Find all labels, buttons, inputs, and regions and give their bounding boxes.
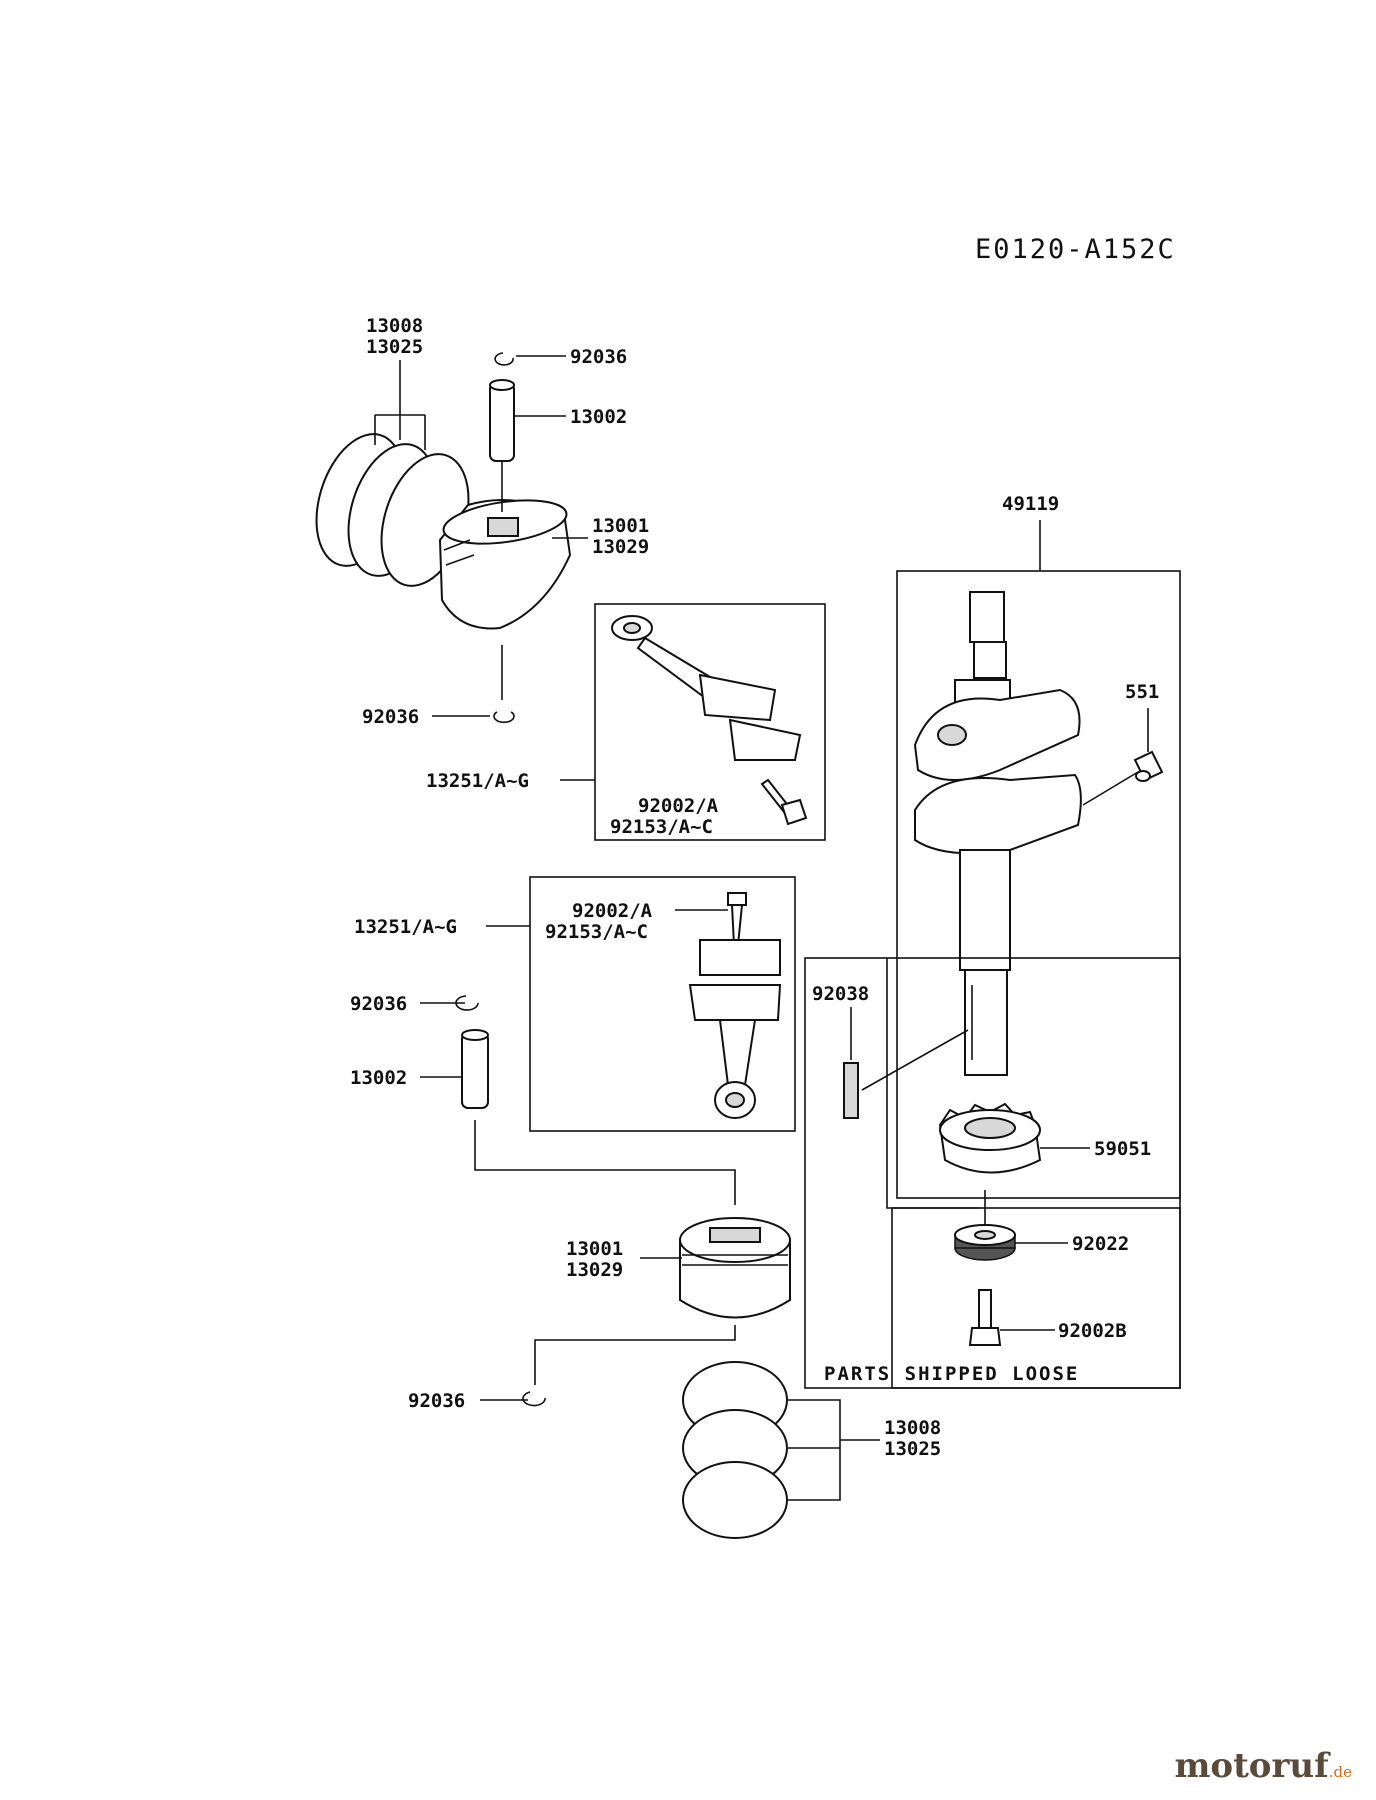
label-clip-top-1: 92036 [570, 346, 627, 368]
label-rings-bottom-2: 13025 [884, 1438, 941, 1460]
circlip-top-2 [493, 711, 515, 724]
piston-rings-top [315, 433, 470, 587]
label-clip-bottom-1: 92036 [350, 993, 407, 1015]
label-bolt-top-2: 92153/A~C [610, 816, 713, 838]
label-bolt-loose: 92002B [1058, 1320, 1127, 1342]
label-piston-bottom-2: 13029 [566, 1259, 623, 1281]
label-rings-top-2: 13025 [366, 336, 423, 358]
motoruf-logo: motoruf.de [1174, 1746, 1352, 1786]
label-bolt-bottom-2: 92153/A~C [545, 921, 648, 943]
connecting-rod-bottom [688, 939, 782, 1119]
conrod-bottom-box [529, 876, 796, 1132]
loose-bolt [968, 1289, 1002, 1346]
label-spacer: 92022 [1072, 1233, 1129, 1255]
label-conrod-bottom: 13251/A~G [354, 916, 457, 938]
label-pin-551: 551 [1125, 681, 1159, 703]
label-bolt-top-1: 92002/A [638, 795, 719, 817]
label-piston-bottom-1: 13001 [566, 1238, 623, 1260]
conrod-bolt-top [760, 778, 808, 826]
piston-pin-bottom [461, 1029, 489, 1109]
label-conrod-top: 13251/A~G [426, 770, 529, 792]
spacer-washer [954, 1224, 1016, 1261]
label-rings-bottom-1: 13008 [884, 1417, 941, 1439]
label-bolt-bottom-1: 92002/A [572, 900, 653, 922]
label-pin-bottom: 13002 [350, 1067, 407, 1089]
crankshaft-box [896, 570, 1181, 1199]
circlip-bottom-2 [522, 1391, 546, 1407]
loose-inner-box [891, 1207, 1181, 1389]
logo-suffix: .de [1328, 1763, 1352, 1781]
crankshaft [913, 591, 1082, 1076]
diagram-code: E0120-A152C [975, 234, 1176, 265]
piston-pin-top [489, 379, 515, 462]
label-crankshaft: 49119 [1002, 493, 1059, 515]
label-pin-top: 13002 [570, 406, 627, 428]
label-parts-shipped-loose: PARTS SHIPPED LOOSE [824, 1363, 1079, 1385]
label-gear: 59051 [1094, 1138, 1151, 1160]
label-piston-top-2: 13029 [592, 536, 649, 558]
connecting-rod-top [611, 615, 802, 761]
conrod-bolt-bottom [727, 892, 747, 946]
label-piston-top-1: 13001 [592, 515, 649, 537]
crank-gear [938, 1102, 1042, 1174]
circlip-bottom-1 [455, 995, 479, 1011]
piston-top [438, 499, 572, 630]
piston-rings-bottom [682, 1361, 788, 1539]
label-clip-top-2: 92036 [362, 706, 419, 728]
label-clip-bottom-2: 92036 [408, 1390, 465, 1412]
woodruff-key [843, 1062, 859, 1119]
logo-name: motoruf [1174, 1746, 1329, 1786]
conrod-top-box [594, 603, 826, 841]
piston-bottom [679, 1217, 791, 1319]
label-key: 92038 [812, 983, 869, 1005]
dowel-pin-551 [1133, 750, 1164, 782]
label-rings-top-1: 13008 [366, 315, 423, 337]
circlip-top-1 [494, 352, 514, 366]
